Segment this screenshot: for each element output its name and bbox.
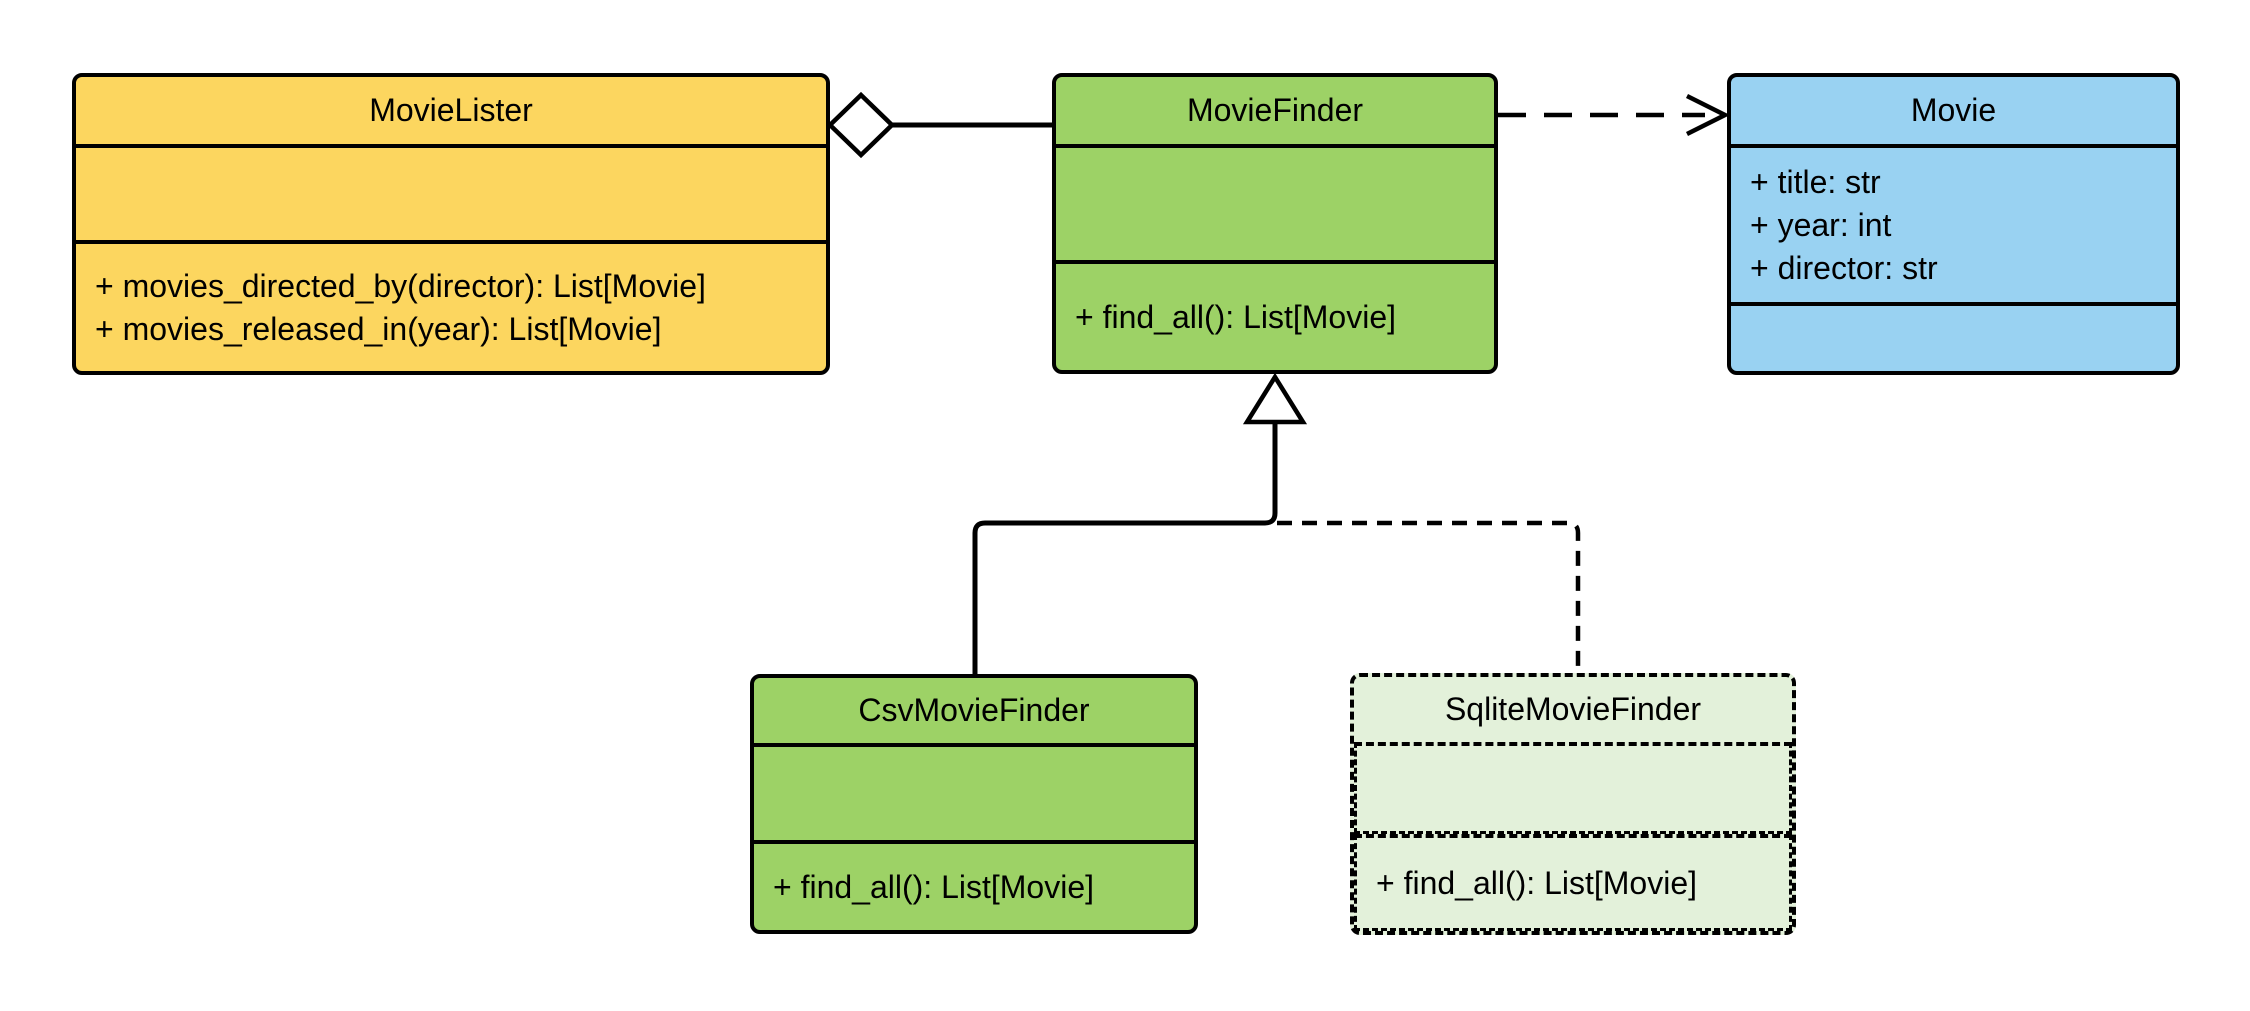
class-sqlitemoviefinder-title: SqliteMovieFinder [1444, 691, 1702, 727]
class-moviefinder-methods: + find_all(): List[Movie] [1056, 260, 1494, 370]
generalization-dashed-connector[interactable] [1277, 520, 1581, 673]
generalization-solid-line [972, 422, 1278, 674]
class-csvmoviefinder-methods: + find_all(): List[Movie] [754, 840, 1194, 930]
field-line: + director: str [1750, 249, 1938, 286]
generalization-solid-connector[interactable] [972, 372, 1308, 674]
class-sqlitemoviefinder[interactable]: SqliteMovieFinder + find_all(): List[Mov… [1350, 673, 1796, 935]
open-arrowhead [1685, 93, 1731, 137]
hollow-triangle-marker [1242, 372, 1308, 425]
class-movielister[interactable]: MovieLister + movies_directed_by(directo… [72, 73, 830, 375]
method-line: + find_all(): List[Movie] [1376, 864, 1698, 901]
class-moviefinder-fields [1056, 144, 1494, 260]
aggregation-connector[interactable] [826, 91, 1052, 159]
class-moviefinder-title: MovieFinder [1186, 92, 1364, 128]
class-movielister-methods: + movies_directed_by(director): List[Mov… [76, 240, 826, 371]
class-movie-title: Movie [1910, 92, 1997, 128]
method-line: + movies_directed_by(director): List[Mov… [95, 267, 706, 304]
dependency-connector[interactable] [1498, 93, 1731, 137]
class-movie[interactable]: Movie + title: str + year: int + directo… [1727, 73, 2180, 375]
class-sqlitemoviefinder-methods: + find_all(): List[Movie] [1354, 834, 1792, 931]
class-movielister-title: MovieLister [369, 92, 533, 128]
hollow-diamond-marker [826, 91, 896, 159]
method-line: + find_all(): List[Movie] [773, 868, 1095, 905]
class-csvmoviefinder[interactable]: CsvMovieFinder + find_all(): List[Movie] [750, 674, 1198, 934]
class-movie-methods [1731, 302, 2176, 371]
method-line: + find_all(): List[Movie] [1075, 298, 1397, 335]
class-movie-fields: + title: str + year: int + director: str [1731, 144, 2176, 302]
method-line: + movies_released_in(year): List[Movie] [95, 310, 662, 347]
field-line: + title: str [1750, 163, 1881, 200]
class-csvmoviefinder-fields [754, 743, 1194, 840]
generalization-dashed-line [1277, 520, 1581, 673]
field-line: + year: int [1750, 206, 1892, 243]
class-sqlitemoviefinder-fields [1354, 742, 1792, 834]
class-csvmoviefinder-title: CsvMovieFinder [858, 692, 1090, 728]
class-moviefinder[interactable]: MovieFinder + find_all(): List[Movie] [1052, 73, 1498, 374]
class-movielister-fields [76, 144, 826, 240]
